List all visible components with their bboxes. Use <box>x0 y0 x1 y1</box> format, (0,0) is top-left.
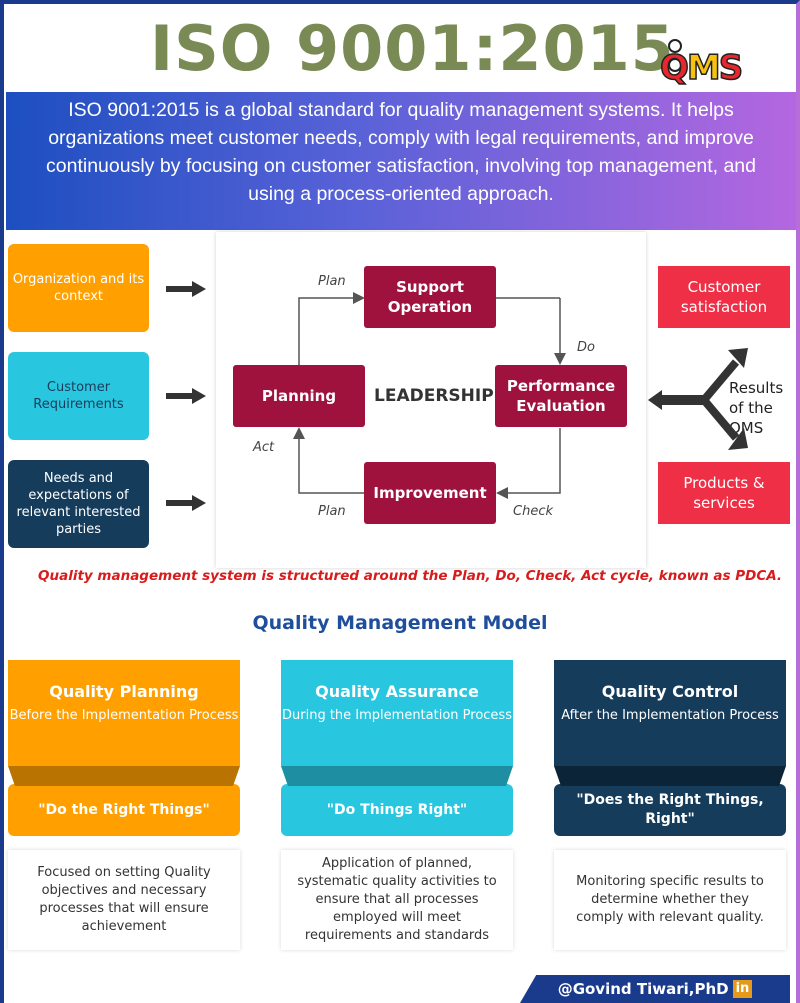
column-description: Focused on setting Quality objectives an… <box>8 850 240 950</box>
results-qms-label: Results of the QMS <box>729 379 784 437</box>
check-label: Check <box>513 504 553 519</box>
plan-top-label: Plan <box>318 274 346 289</box>
arrow-right-icon <box>166 281 206 297</box>
input-interested-parties: Needs and expectations of relevant inter… <box>8 460 149 548</box>
act-label: Act <box>253 440 275 455</box>
column-subtitle: Before the Implementation Process <box>9 708 239 723</box>
column-subtitle: During the Implementation Process <box>282 708 512 723</box>
quality-assurance-column: Quality Assurance During the Implementat… <box>281 660 513 950</box>
results-arrows-icon <box>648 348 748 450</box>
intro-banner: ISO 9001:2015 is a global standard for q… <box>6 92 796 230</box>
do-label: Do <box>577 340 595 355</box>
column-quote: "Do the Right Things" <box>8 784 240 836</box>
planning-node: Planning <box>233 365 365 427</box>
column-subtitle: After the Implementation Process <box>561 708 779 723</box>
column-band <box>281 766 513 786</box>
input-organization-context: Organization and its context <box>8 244 149 332</box>
pdca-note: Quality management system is structured … <box>38 568 783 584</box>
column-title: Quality Control <box>601 682 739 701</box>
column-title: Quality Assurance <box>315 682 479 701</box>
quality-control-header: Quality Control After the Implementation… <box>554 660 786 766</box>
column-quote: "Do Things Right" <box>281 784 513 836</box>
column-quote: "Does the Right Things, Right" <box>554 784 786 836</box>
quality-planning-header: Quality Planning Before the Implementati… <box>8 660 240 766</box>
input-customer-requirements: Customer Requirements <box>8 352 149 440</box>
page-title: ISO 9001:2015 <box>150 12 675 85</box>
column-description: Application of planned, systematic quali… <box>281 850 513 950</box>
logo-eyes <box>668 38 694 72</box>
performance-evaluation-node: Performance Evaluation <box>495 365 627 427</box>
improvement-node: Improvement <box>364 462 496 524</box>
model-title: Quality Management Model <box>252 612 548 634</box>
author-credit[interactable]: @Govind Tiwari,PhD in <box>520 975 790 1003</box>
column-band <box>554 766 786 786</box>
quality-planning-column: Quality Planning Before the Implementati… <box>8 660 240 950</box>
plan-bottom-label: Plan <box>318 504 346 519</box>
author-name: @Govind Tiwari,PhD <box>557 980 729 998</box>
qms-logo: QMS <box>659 47 744 89</box>
arrow-right-icon <box>166 495 206 511</box>
quality-assurance-header: Quality Assurance During the Implementat… <box>281 660 513 766</box>
column-band <box>8 766 240 786</box>
column-description: Monitoring specific results to determine… <box>554 850 786 950</box>
linkedin-icon[interactable]: in <box>732 980 753 998</box>
arrow-right-icon <box>166 388 206 404</box>
support-operation-node: Support Operation <box>364 266 496 328</box>
quality-control-column: Quality Control After the Implementation… <box>554 660 786 950</box>
customer-satisfaction-box: Customer satisfaction <box>658 266 790 328</box>
leadership-label: LEADERSHIP <box>374 386 494 406</box>
column-title: Quality Planning <box>49 682 199 701</box>
products-services-box: Products & services <box>658 462 790 524</box>
